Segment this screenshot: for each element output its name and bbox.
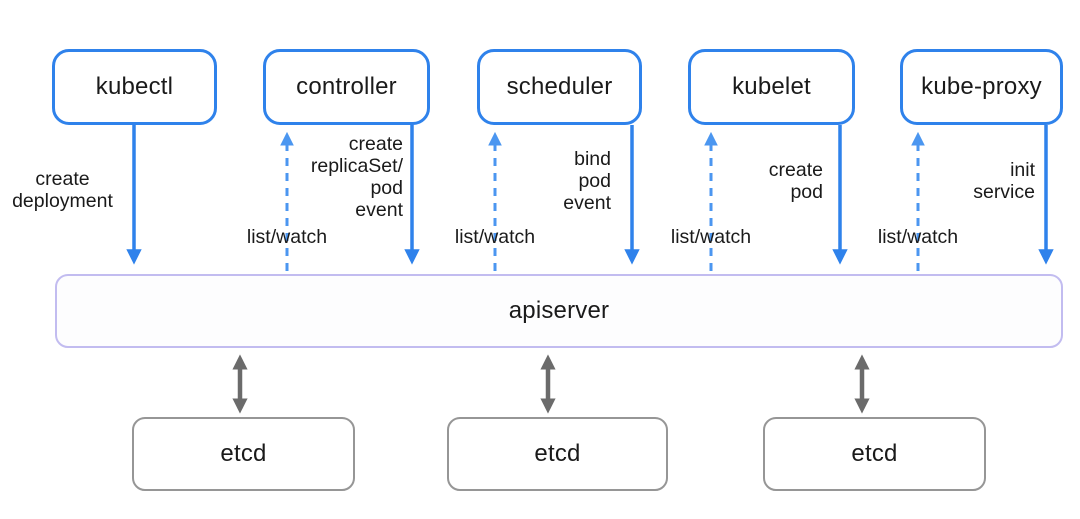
label-bind-pod-event: bind pod event — [563, 148, 611, 214]
node-apiserver: apiserver — [55, 274, 1063, 348]
node-kube-proxy: kube-proxy — [900, 49, 1063, 125]
node-etcd-1: etcd — [132, 417, 355, 491]
label-list-watch-kubeproxy: list/watch — [877, 226, 959, 248]
label-create-pod: create pod — [768, 159, 823, 203]
node-etcd-3: etcd — [763, 417, 986, 491]
node-etcd-2: etcd — [447, 417, 668, 491]
label-create-replicaset-pod-event: create replicaSet/ pod event — [310, 133, 403, 221]
label-list-watch-controller: list/watch — [246, 226, 328, 248]
node-kubectl: kubectl — [52, 49, 217, 125]
node-kubelet: kubelet — [688, 49, 855, 125]
label-init-service: init service — [973, 159, 1035, 203]
label-list-watch-scheduler: list/watch — [454, 226, 536, 248]
label-list-watch-kubelet: list/watch — [670, 226, 752, 248]
node-controller: controller — [263, 49, 430, 125]
label-create-deployment: create deployment — [12, 168, 113, 212]
node-scheduler: scheduler — [477, 49, 642, 125]
